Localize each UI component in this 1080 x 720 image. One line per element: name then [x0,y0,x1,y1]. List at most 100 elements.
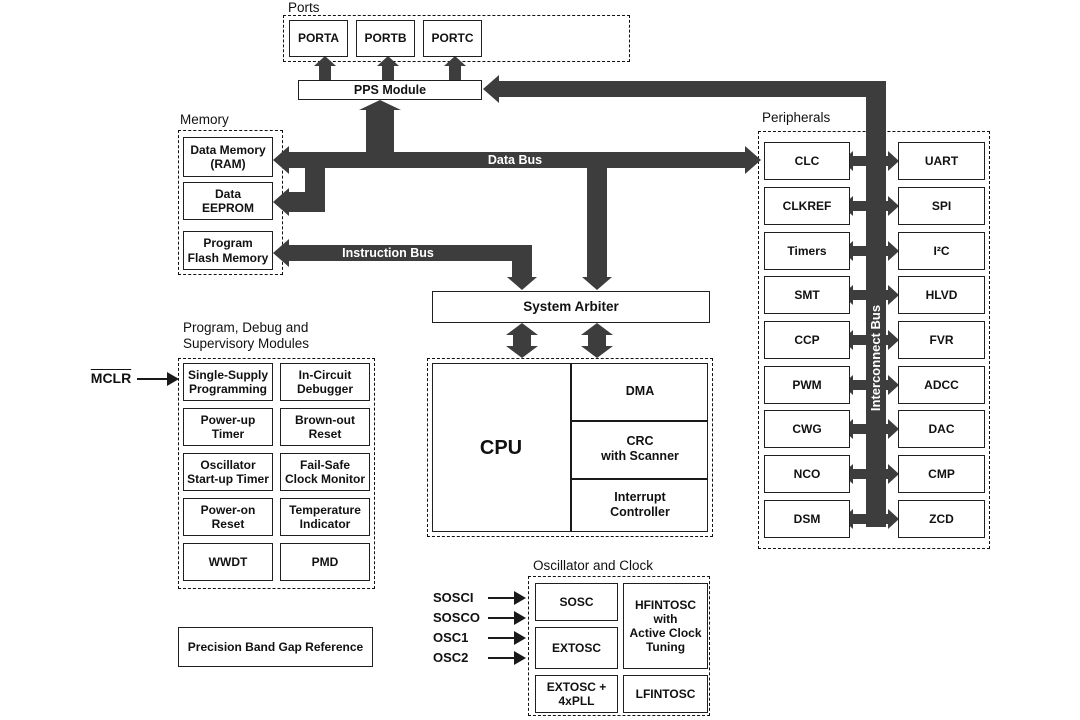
arrowhead-right-icon [888,285,899,305]
peripheral-box-left: CLKREF [764,187,850,225]
peripheral-box-left: CCP [764,321,850,359]
port-box: PORTC [423,20,482,57]
peripherals-section-label: Peripherals [762,110,831,125]
crc-scanner-cell: CRC with Scanner [601,434,679,463]
oscillator-box: EXTOSC [535,627,618,669]
arrowhead-right-icon [514,631,526,645]
pps-module-box: PPS Module [298,80,482,100]
debug-module-box: PMD [280,543,370,581]
arrowhead-right-icon [514,611,526,625]
peripheral-box-right: ADCC [898,366,985,404]
arrowhead-up-icon [314,56,336,66]
oscillator-box: LFINTOSC [623,675,708,713]
data-bus-bar [289,152,745,168]
interconnect-to-pps-bus-bar [495,81,886,97]
pin-label: OSC1 [433,630,469,645]
dma-cell: DMA [625,384,655,398]
eeprom-branch-horizontal [289,192,325,212]
peripheral-box-right: SPI [898,187,985,225]
pin-label: OSC2 [433,650,469,665]
debug-section-label: Program, Debug and Supervisory Modules [183,320,310,352]
ports-section-label: Ports [288,0,320,15]
peripheral-box-right: FVR [898,321,985,359]
arrowhead-left-icon [273,146,289,174]
port-box: PORTB [356,20,415,57]
peripheral-box-right: CMP [898,455,985,493]
debug-module-box: Oscillator Start-up Timer [183,453,273,491]
debug-module-box: Temperature Indicator [280,498,370,536]
arrowhead-right-icon [888,241,899,261]
interconnect-bus-bar [866,81,886,527]
peripheral-box-right: ZCD [898,500,985,538]
pin-arrow-line [488,617,515,619]
oscillator-group-outline [528,576,710,716]
peripheral-box-left: Timers [764,232,850,270]
memory-box: Program Flash Memory [183,231,273,270]
debug-module-box: Power-on Reset [183,498,273,536]
peripheral-box-left: CWG [764,410,850,448]
arbiter-cpu-arrow-bar [588,334,606,347]
interconnect-arrow-bar [852,201,892,211]
instruction-bus-bar [289,245,532,261]
peripheral-box-left: DSM [764,500,850,538]
peripheral-box-left: PWM [764,366,850,404]
arrowhead-up-icon [444,56,466,66]
arrowhead-left-icon [273,239,289,267]
bandgap-reference-box: Precision Band Gap Reference [178,627,373,667]
arbiter-cpu-arrow-bar [513,334,531,347]
pin-arrow-line [488,657,515,659]
arrowhead-right-icon [888,375,899,395]
data-bus-to-pps-riser [366,110,394,152]
cpu-group-outline [427,358,713,537]
peripheral-box-right: DAC [898,410,985,448]
pin-arrow-line [488,637,515,639]
pps-to-port-arrow-bar [382,66,394,80]
debug-group-outline [178,358,375,589]
arrowhead-left-icon [273,188,289,216]
memory-section-label: Memory [180,112,229,127]
arrowhead-right-icon [167,372,179,386]
arrowhead-up-icon [359,100,401,110]
port-box: PORTA [289,20,348,57]
instruction-bus-drop [512,245,532,277]
arrowhead-up-icon [506,323,538,335]
arrowhead-right-icon [514,591,526,605]
memory-box: Data EEPROM [183,182,273,220]
memory-box: Data Memory (RAM) [183,137,273,177]
interconnect-arrow-bar [852,335,892,345]
oscillator-section-label: Oscillator and Clock [533,558,654,573]
peripheral-box-left: CLC [764,142,850,180]
cpu-label: CPU [479,436,523,459]
interconnect-arrow-bar [852,380,892,390]
pps-to-port-arrow-bar [449,66,461,80]
arrowhead-right-icon [888,419,899,439]
cpu-divider-horizontal [570,478,708,480]
debug-module-box: WWDT [183,543,273,581]
interconnect-arrow-bar [852,290,892,300]
arrowhead-down-icon [506,346,538,358]
oscillator-box: EXTOSC + 4xPLL [535,675,618,713]
peripheral-box-right: I²C [898,232,985,270]
data-bus-label: Data Bus [487,153,543,167]
peripheral-box-left: NCO [764,455,850,493]
interconnect-arrow-bar [852,156,892,166]
interconnect-arrow-bar [852,246,892,256]
pin-label: SOSCI [433,590,474,605]
arrowhead-right-icon [888,330,899,350]
peripheral-box-right: HLVD [898,276,985,314]
debug-module-box: Single-Supply Programming [183,363,273,401]
oscillator-box: SOSC [535,583,618,621]
debug-module-box: In-Circuit Debugger [280,363,370,401]
arrowhead-right-icon [514,651,526,665]
cpu-divider-vertical [570,363,572,532]
interconnect-arrow-bar [852,469,892,479]
data-bus-drop [587,168,607,277]
arrowhead-up-icon [377,56,399,66]
system-arbiter-box: System Arbiter [432,291,710,323]
pin-arrow-line [488,597,515,599]
arrowhead-right-icon [888,509,899,529]
mclr-arrow-line [137,378,169,380]
arrowhead-right-icon [888,464,899,484]
arrowhead-up-icon [581,323,613,335]
